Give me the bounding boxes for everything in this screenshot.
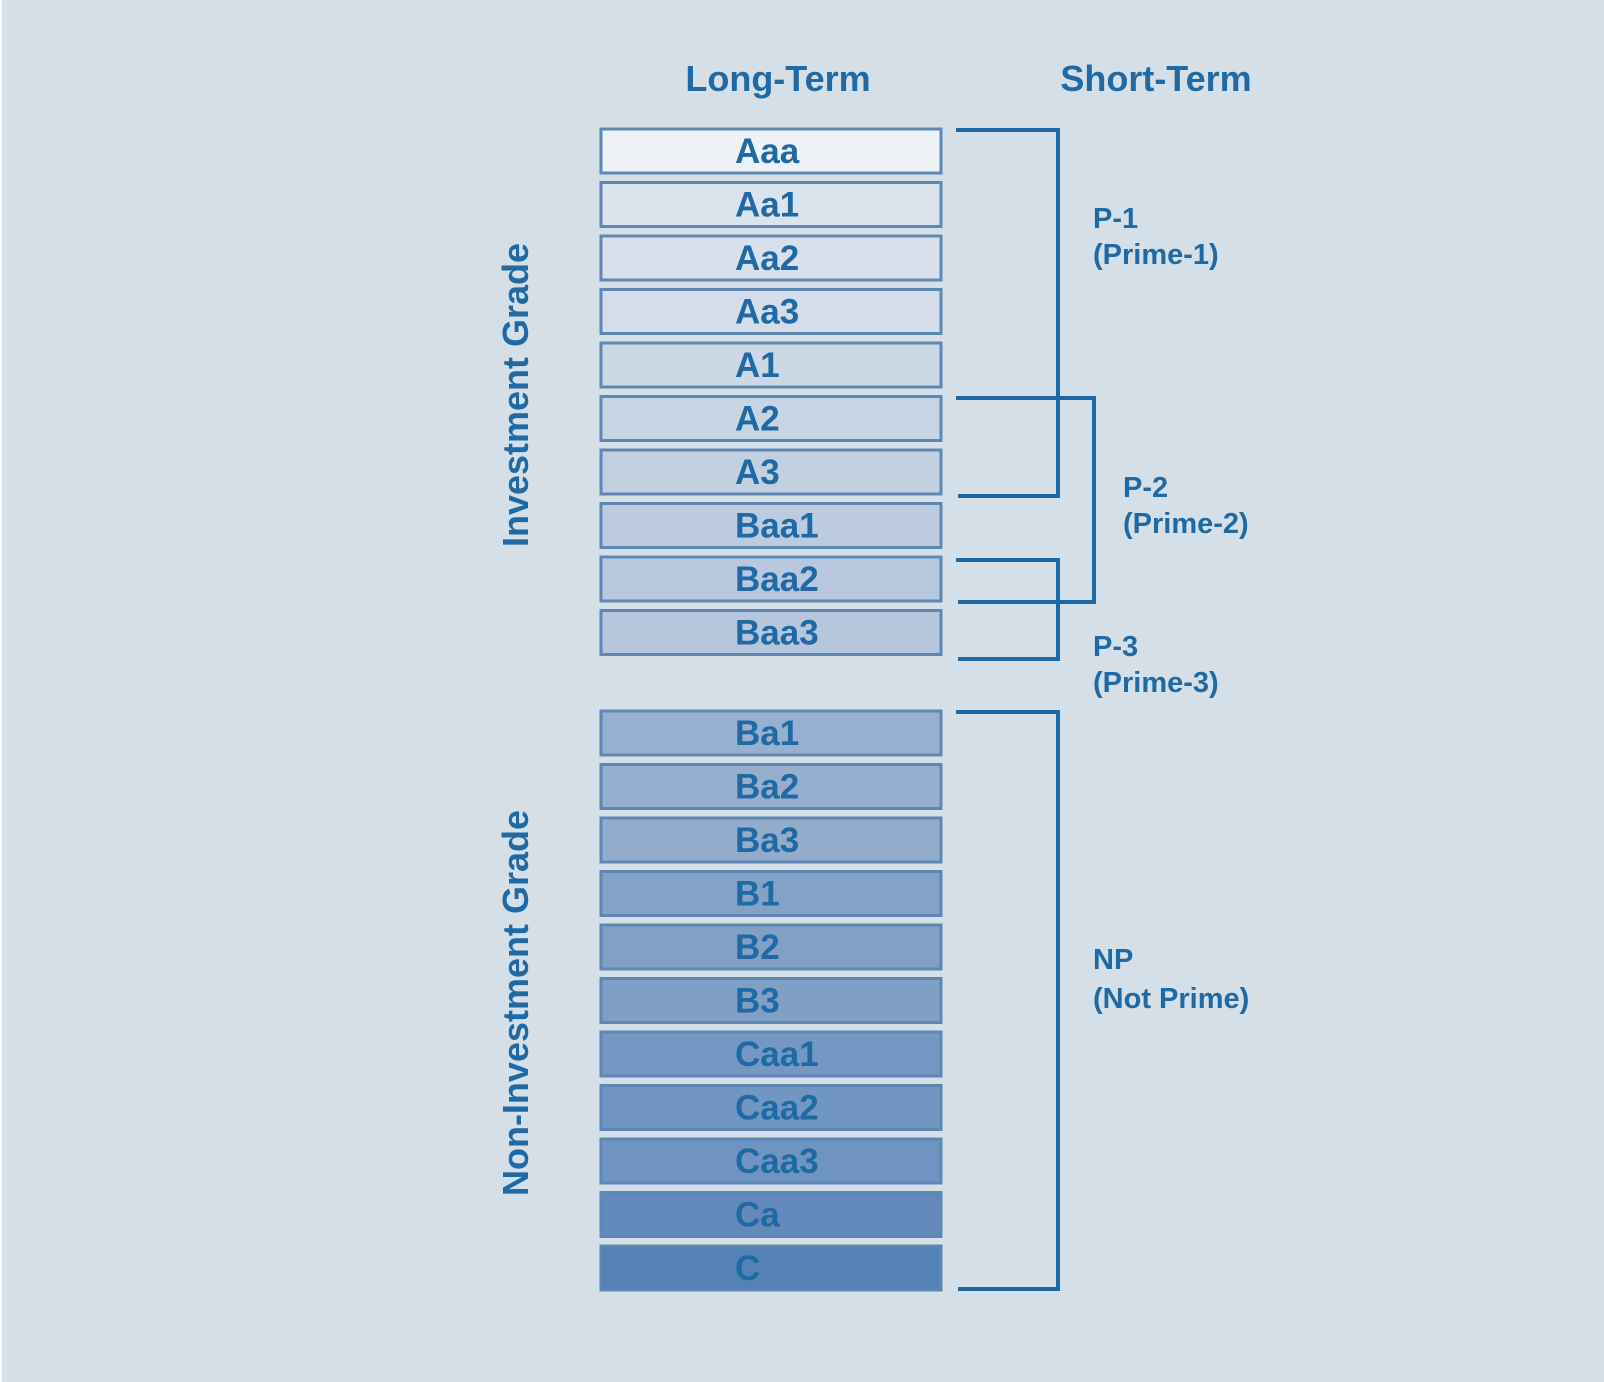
p3-name: (Prime-3) [1093,667,1219,699]
p3-bracket [956,558,1060,661]
rating-label-aa3: Aa3 [735,293,799,332]
p3-code: P-3 [1093,631,1138,663]
rating-box-baa1 [599,502,943,549]
rating-box-aa1 [599,181,943,228]
p2-code: P-2 [1123,472,1168,504]
short-term-brackets [956,128,1096,1291]
rating-box-caa2 [599,1084,943,1131]
rating-label-baa1: Baa1 [735,507,819,546]
p1-code: P-1 [1093,203,1138,235]
rating-box-baa3 [599,609,943,656]
rating-box-b3 [599,977,943,1024]
rating-label-aa1: Aa1 [735,186,799,225]
rating-label-caa3: Caa3 [735,1142,819,1181]
np-bracket [956,710,1060,1291]
rating-label-baa3: Baa3 [735,614,819,653]
p2-name: (Prime-2) [1123,508,1249,540]
rating-box-caa3 [599,1137,943,1185]
rating-label-c: C [735,1249,760,1288]
rating-label-a3: A3 [735,453,780,492]
rating-box-ba3 [599,816,943,864]
rating-box-c [599,1244,943,1292]
rating-label-aa2: Aa2 [735,239,799,278]
p1-bracket [956,128,1060,498]
np-code: NP [1093,944,1133,976]
rating-label-b2: B2 [735,928,780,967]
rating-label-ba3: Ba3 [735,821,799,860]
rating-box-b1 [599,870,943,917]
rating-label-b1: B1 [735,875,780,914]
rating-box-a3 [599,448,943,496]
rating-label-baa2: Baa2 [735,560,819,599]
p2-bracket [956,396,1096,604]
rating-label-a1: A1 [735,346,780,385]
rating-box-ba2 [599,763,943,810]
rating-box-baa2 [599,555,943,603]
rating-box-a1 [599,341,943,389]
short-term-header: Short-Term [1060,58,1251,99]
rating-label-aaa: Aaa [735,132,800,171]
p1-name: (Prime-1) [1093,239,1219,271]
rating-label-ca: Ca [735,1196,780,1235]
rating-box-ba1 [599,709,943,757]
rating-box-aa2 [599,234,943,282]
rating-box-aaa [599,127,943,175]
long-term-header: Long-Term [685,58,870,99]
investment-grade-label: Investment Grade [495,243,536,547]
rating-label-ba2: Ba2 [735,768,799,807]
rating-box-a2 [599,395,943,442]
np-name: (Not Prime) [1093,983,1249,1015]
rating-box-caa1 [599,1030,943,1078]
rating-label-ba1: Ba1 [735,714,799,753]
rating-box-aa3 [599,288,943,335]
rating-label-a2: A2 [735,400,780,439]
non-investment-grade-label: Non-Investment Grade [495,810,536,1196]
rating-label-caa2: Caa2 [735,1089,819,1128]
rating-label-caa1: Caa1 [735,1035,819,1074]
rating-box-ca [599,1191,943,1238]
long-term-ratings: AaaAa1Aa2Aa3A1A2A3Baa1Baa2Baa3Ba1Ba2Ba3B… [599,127,943,1292]
rating-label-b3: B3 [735,982,780,1021]
rating-box-b2 [599,923,943,971]
